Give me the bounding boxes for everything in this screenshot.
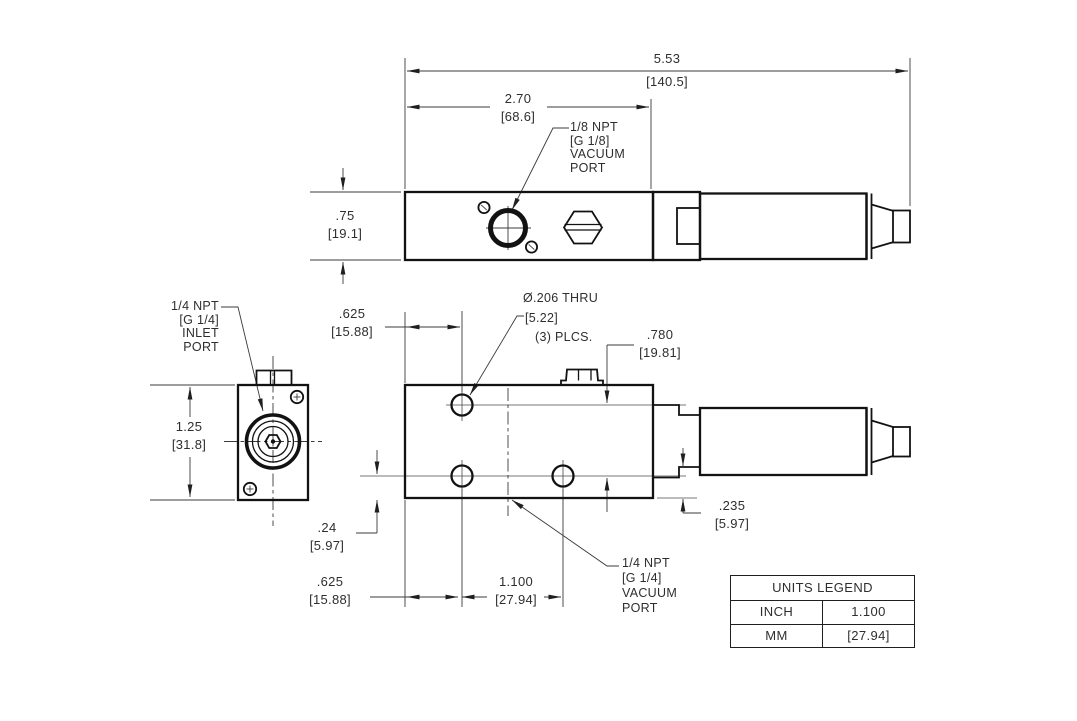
unit-example: [27.94]: [847, 627, 890, 643]
unit-example: 1.100: [851, 604, 886, 619]
label-mounting-holes: Ø.206 THRU [5.22] (3) PLCS.: [523, 289, 598, 348]
label-top-vacuum-port: 1/8 NPT [G 1/8] VACUUM PORT: [570, 120, 626, 175]
inlet-port-hex: [264, 434, 282, 449]
label-line: PORT: [570, 160, 606, 175]
top-screw-hole: [477, 200, 491, 214]
front-screw-hole: [289, 389, 305, 405]
dim-hole-edge-offset: .24 [5.97]: [310, 519, 344, 555]
dim-port-offset: 2.70 [68.6]: [501, 90, 535, 126]
dim-inch-value: .780: [646, 327, 674, 342]
dim-mm-value: [5.97]: [714, 516, 750, 531]
inlet-port-outer-ring: [244, 413, 302, 470]
dim-mm-value: [15.88]: [331, 324, 373, 339]
unit-name: INCH: [731, 601, 823, 624]
top-view-dimension-lines: [310, 58, 911, 284]
dim-mm-value: [19.81]: [639, 345, 681, 360]
dim-inch-value: .625: [338, 306, 366, 321]
label-line: 1/4 NPT: [171, 299, 219, 313]
dim-inch-value: .625: [316, 574, 344, 589]
dim-mm-value: [31.8]: [171, 437, 207, 452]
units-legend-title: UNITS LEGEND: [731, 576, 914, 601]
top-screw-hole: [525, 240, 539, 254]
label-inlet-port: 1/4 NPT [G 1/4] INLET PORT: [150, 299, 219, 354]
dim-step-offset: .235 [5.97]: [715, 497, 749, 533]
units-legend-row-inch: INCH 1.100: [731, 601, 914, 624]
front-view-linework: [236, 369, 310, 502]
dim-hole-row-spacing: .780 [19.81]: [639, 326, 681, 362]
label-line: [G 1/4]: [622, 571, 662, 585]
dim-mm-value: [19.1]: [327, 226, 363, 241]
dim-hole-spacing: 1.100 [27.94]: [495, 573, 537, 609]
dim-inch-value: 5.53: [653, 51, 681, 66]
dim-mm-value: [5.97]: [309, 538, 345, 553]
bottom-view-dimension-lines: [356, 311, 701, 607]
label-line: [5.22]: [525, 310, 559, 325]
dim-inch-value: 2.70: [504, 91, 532, 106]
label-line: INLET: [182, 326, 219, 340]
front-screw-hole: [242, 481, 258, 497]
label-line: [G 1/8]: [570, 133, 610, 148]
dim-inch-value: .235: [718, 498, 746, 513]
dim-mm-value: [140.5]: [646, 74, 688, 89]
dim-hole-inset-bottom: .625 [15.88]: [309, 573, 351, 609]
label-line: [G 1/4]: [179, 312, 219, 327]
bottom-view-linework: [403, 368, 911, 500]
dim-inch-value: .75: [335, 208, 355, 223]
label-line: (3) PLCS.: [535, 330, 593, 344]
hex-plug: [562, 210, 604, 245]
dim-hole-inset-top: .625 [15.88]: [331, 305, 373, 341]
bottom-top-fitting: [560, 368, 604, 385]
units-legend-row-mm: MM [27.94]: [731, 623, 914, 647]
top-vacuum-port-hole: [488, 208, 528, 248]
mounting-hole: [450, 393, 474, 417]
label-line: 1/4 NPT: [622, 556, 670, 570]
dim-inch-value: 1.25: [175, 419, 203, 434]
label-line: PORT: [622, 601, 658, 615]
label-bottom-vacuum-port: 1/4 NPT [G 1/4] VACUUM PORT: [622, 556, 677, 616]
dim-inch-value: .24: [317, 520, 337, 535]
label-line: Ø.206 THRU: [523, 291, 599, 305]
label-line: VACUUM: [622, 586, 678, 600]
label-line: 1/8 NPT: [570, 120, 618, 134]
label-line: PORT: [183, 339, 219, 354]
dim-overall-length: 5.53 [140.5]: [646, 50, 688, 91]
mounting-hole: [551, 464, 575, 488]
dim-inch-value: 1.100: [498, 574, 534, 589]
label-line: VACUUM: [570, 147, 626, 161]
dim-body-height: .75 [19.1]: [328, 207, 362, 243]
unit-name: MM: [731, 624, 823, 647]
dim-mm-value: [68.6]: [500, 109, 536, 124]
top-view-linework: [403, 190, 911, 262]
dim-mm-value: [27.94]: [495, 592, 537, 607]
dim-mm-value: [15.88]: [309, 592, 351, 607]
dim-body-width: 1.25 [31.8]: [172, 418, 206, 454]
mounting-hole: [450, 464, 474, 488]
units-legend: UNITS LEGEND INCH 1.100 MM [27.94]: [730, 575, 915, 648]
